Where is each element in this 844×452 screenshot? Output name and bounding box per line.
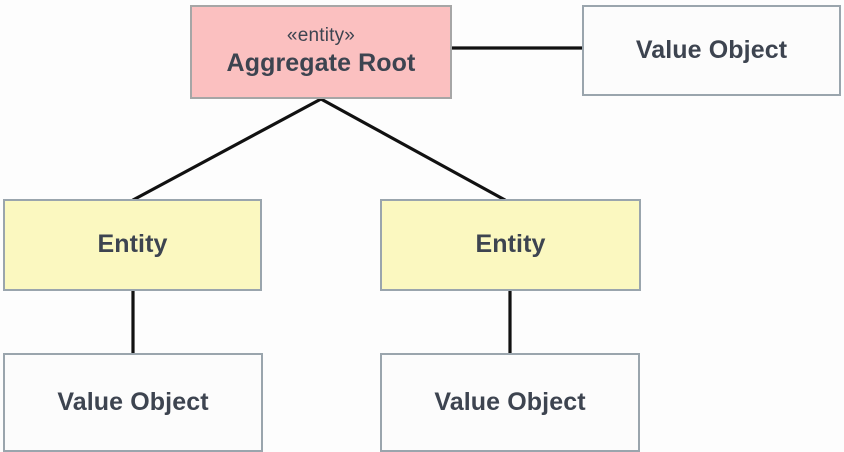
node-title-aggregate-root: Aggregate Root: [226, 49, 416, 78]
node-entity-right[interactable]: Entity: [380, 199, 641, 291]
edge-aggregate-to-entity-left: [131, 97, 323, 202]
node-title-value-object-bottom-right: Value Object: [434, 387, 586, 416]
node-stereotype-label: «entity»: [286, 25, 356, 47]
node-entity-left[interactable]: Entity: [3, 199, 262, 291]
node-title-entity-right: Entity: [475, 230, 546, 259]
node-title-value-object-bottom-left: Value Object: [57, 387, 209, 416]
node-value-object-bottom-right[interactable]: Value Object: [380, 353, 640, 452]
node-title-value-object-top-right: Value Object: [635, 35, 788, 64]
edge-aggregate-to-entity-right: [319, 97, 507, 202]
node-title-entity-left: Entity: [97, 230, 168, 259]
node-aggregate-root[interactable]: «entity» Aggregate Root: [190, 5, 452, 99]
node-value-object-top-right[interactable]: Value Object: [582, 5, 841, 96]
node-value-object-bottom-left[interactable]: Value Object: [3, 353, 263, 452]
